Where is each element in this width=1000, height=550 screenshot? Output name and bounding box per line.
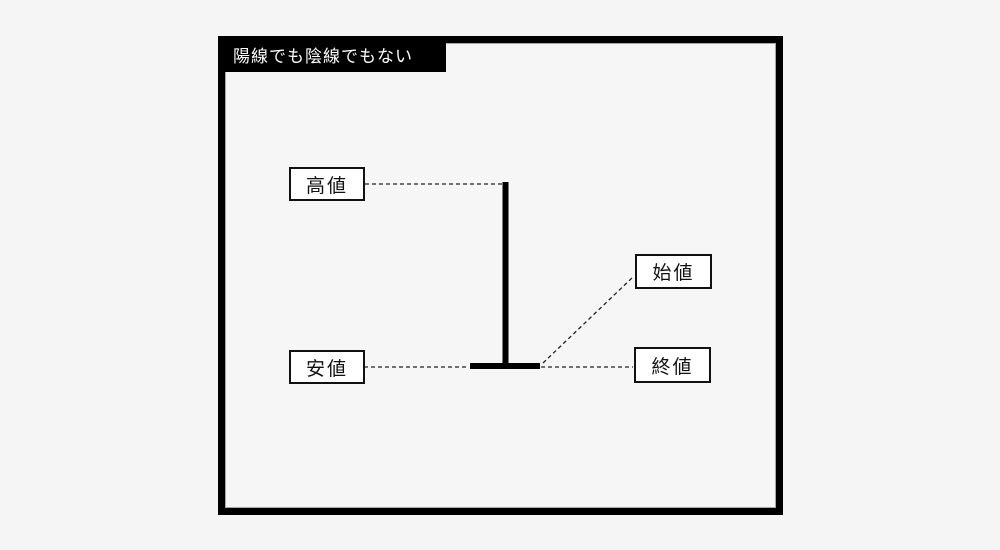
label-high-price-text: 高値 [305,175,348,197]
label-high-price: 高値 [289,167,365,201]
label-low-price-text: 安値 [305,358,348,380]
label-close-price-text: 終値 [651,356,694,378]
diagram-title: 陽線でも陰線でもない [233,46,413,66]
label-low-price: 安値 [289,350,365,384]
diagram-title-bar: 陽線でも陰線でもない [218,36,446,72]
label-open-price: 始値 [635,254,712,289]
label-close-price: 終値 [634,347,711,383]
label-open-price-text: 始値 [652,263,695,284]
